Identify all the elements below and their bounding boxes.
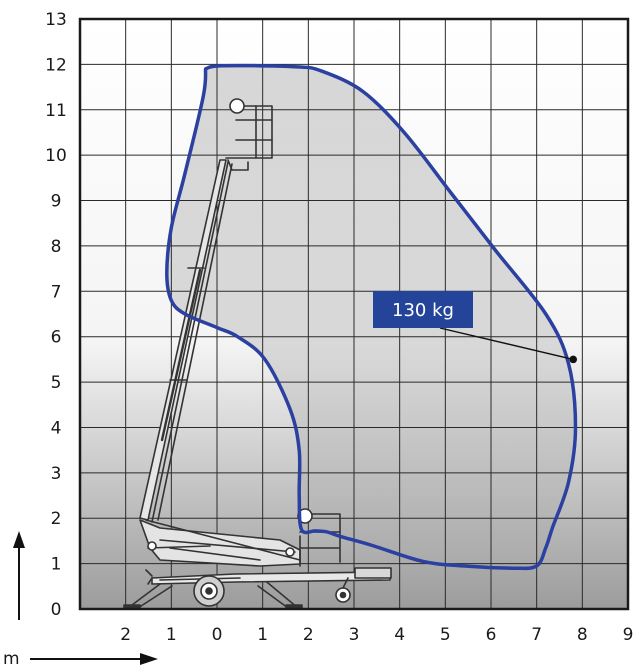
x-tick-label: 2 bbox=[120, 625, 131, 645]
y-tick-label: 12 bbox=[45, 55, 67, 75]
x-tick-label: 0 bbox=[212, 625, 223, 645]
y-tick-label: 1 bbox=[51, 555, 62, 575]
x-tick-label: 3 bbox=[349, 625, 360, 645]
load-callout-label: 130 kg bbox=[392, 300, 454, 321]
x-tick-label: 1 bbox=[166, 625, 177, 645]
y-tick-label: 2 bbox=[51, 509, 62, 529]
x-tick-label: 2 bbox=[303, 625, 314, 645]
vertical-axis-arrow bbox=[13, 531, 25, 620]
y-tick-label: 7 bbox=[51, 282, 62, 302]
plot-frame bbox=[78, 17, 630, 611]
load-callout-box bbox=[373, 291, 473, 328]
aerial-platform-illustration bbox=[123, 98, 392, 610]
y-tick-label: 13 bbox=[45, 10, 67, 30]
x-axis-ticks: 2 1 0 1 2 3 4 5 6 7 8 9 bbox=[120, 625, 633, 645]
callout-point bbox=[569, 355, 577, 364]
unit-label: m bbox=[3, 649, 20, 666]
x-tick-label: 7 bbox=[531, 625, 542, 645]
y-tick-label: 3 bbox=[51, 464, 62, 484]
callout-leader bbox=[439, 327, 574, 361]
x-tick-label: 5 bbox=[440, 625, 451, 645]
y-tick-label: 11 bbox=[45, 101, 67, 121]
y-tick-label: 5 bbox=[51, 373, 62, 393]
grid-lines bbox=[80, 19, 628, 609]
y-tick-label: 0 bbox=[51, 600, 62, 620]
horizontal-axis-arrow bbox=[30, 653, 158, 665]
x-tick-label: 9 bbox=[623, 625, 634, 645]
working-envelope-outline bbox=[165, 63, 578, 571]
x-tick-label: 8 bbox=[577, 625, 588, 645]
x-tick-label: 1 bbox=[257, 625, 268, 645]
y-tick-label: 10 bbox=[45, 146, 67, 166]
y-tick-label: 6 bbox=[51, 328, 62, 348]
y-tick-label: 9 bbox=[51, 192, 62, 212]
y-tick-label: 8 bbox=[51, 237, 62, 257]
y-tick-label: 4 bbox=[51, 418, 62, 438]
x-tick-label: 4 bbox=[394, 625, 405, 645]
x-tick-label: 6 bbox=[486, 625, 497, 645]
envelope-fill bbox=[166, 65, 576, 569]
